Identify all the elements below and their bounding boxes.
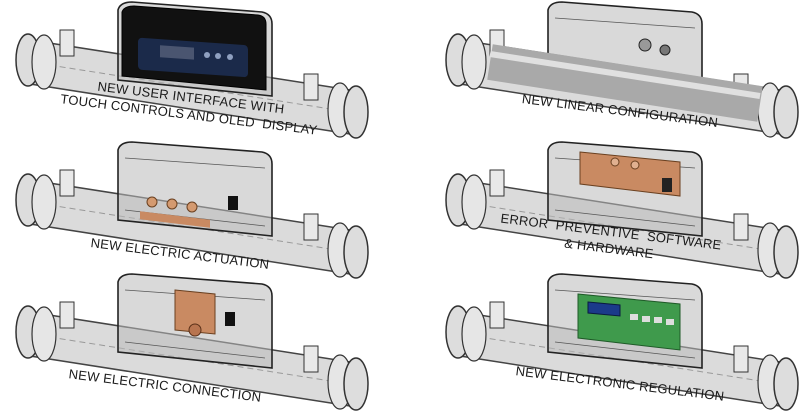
touch-button-icon [204,52,210,58]
touch-button-icon [215,53,221,59]
oled-touch-panel [121,5,267,91]
device-user-interface [0,0,380,140]
linear-pipe [487,44,763,122]
copper-terminals [140,196,238,228]
device-error-preventive [430,140,800,280]
device-electronic-regulation [430,272,800,412]
device-electric-actuation [0,140,380,280]
copper-connection-plate [174,289,216,335]
oled-display [160,45,194,60]
lcd-module [587,301,621,317]
device-linear-configuration [430,0,800,140]
copper-control-board [579,151,681,197]
device-electric-connection [0,272,380,412]
touch-button-icon [227,54,233,60]
